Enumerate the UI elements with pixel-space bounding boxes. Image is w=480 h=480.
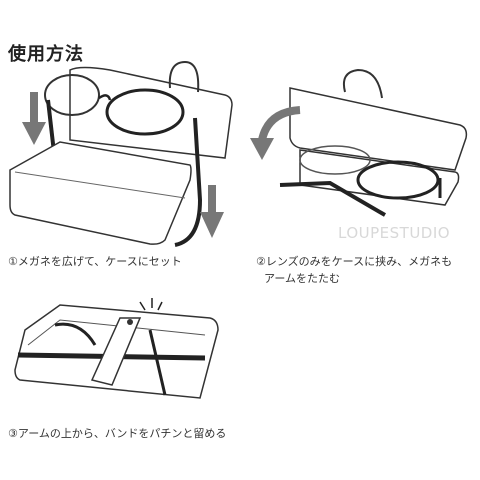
step3-illustration bbox=[14, 298, 219, 399]
step2-illustration bbox=[250, 68, 468, 217]
watermark: LOUPESTUDIO bbox=[338, 224, 451, 242]
step1-illustration bbox=[9, 60, 233, 247]
step2-caption-line1: ②レンズのみをケースに挟み、メガネも bbox=[256, 255, 453, 268]
page-title: 使用方法 bbox=[8, 44, 84, 65]
step1-caption: ①メガネを広げて、ケースにセット bbox=[8, 255, 182, 268]
step3-caption: ③アームの上から、バンドをパチンと留める bbox=[8, 427, 227, 440]
step2-caption-line2: アームをたたむ bbox=[264, 272, 341, 285]
